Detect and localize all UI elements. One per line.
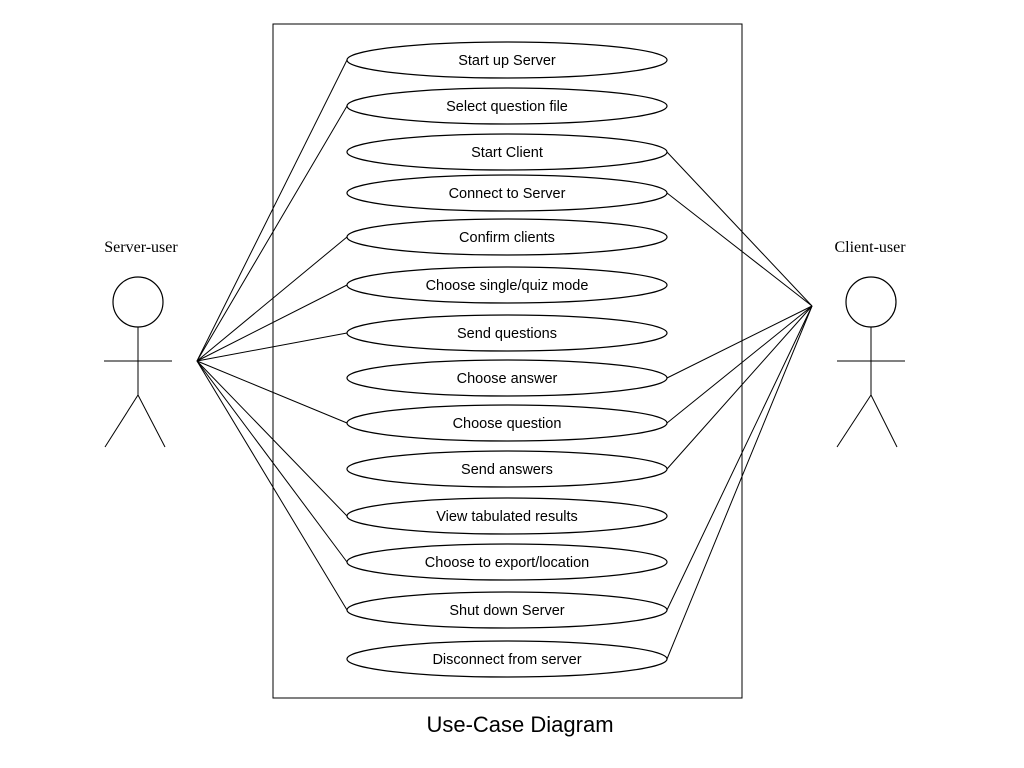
client-link-connect-to-server — [666, 192, 813, 307]
client-user-right-leg — [870, 394, 898, 448]
use-case-label: Connect to Server — [449, 186, 566, 202]
use-case-label: Start Client — [471, 145, 543, 161]
client-link-choose-answer — [666, 305, 813, 379]
use-case-ellipse — [346, 640, 668, 678]
client-link-start-client — [666, 151, 813, 307]
use-case-label: Confirm clients — [459, 230, 555, 246]
use-case-label: Choose single/quiz mode — [426, 278, 589, 294]
use-case-ellipse — [346, 174, 668, 212]
use-case-label: Choose answer — [457, 371, 558, 387]
server-link-choose-question — [196, 360, 348, 424]
server-link-send-questions — [196, 332, 348, 362]
use-case-label: Select question file — [446, 99, 568, 115]
use-case-label: Choose to export/location — [425, 555, 589, 571]
use-case-connect-to-server: Connect to Server — [346, 174, 668, 212]
client-user-actor: Client-user — [834, 239, 906, 448]
use-case-ellipse — [346, 450, 668, 488]
use-case-ellipse — [346, 133, 668, 171]
server-link-choose-single-quiz-mode — [196, 284, 348, 362]
use-case-label: Choose question — [453, 416, 562, 432]
client-link-shut-down-server — [666, 305, 813, 611]
use-case-label: View tabulated results — [436, 509, 578, 525]
association-lines — [196, 59, 813, 660]
use-case-label: Send questions — [457, 326, 557, 342]
server-user-head — [112, 276, 164, 328]
use-case-label: Start up Server — [458, 53, 556, 69]
use-case-confirm-clients: Confirm clients — [346, 218, 668, 256]
use-case-disconnect-from-server: Disconnect from server — [346, 640, 668, 678]
use-case-ellipse — [346, 543, 668, 581]
server-user-actor: Server-user — [104, 239, 178, 448]
server-link-select-question-file — [196, 105, 348, 362]
system-boundary — [272, 23, 743, 699]
client-user-left-leg — [836, 394, 872, 448]
use-case-view-tabulated-results: View tabulated results — [346, 497, 668, 535]
use-case-choose-to-export-location: Choose to export/location — [346, 543, 668, 581]
use-case-start-up-server: Start up Server — [346, 41, 668, 79]
use-case-label: Shut down Server — [449, 603, 564, 619]
use-case-choose-question: Choose question — [346, 404, 668, 442]
use-case-ellipse — [346, 497, 668, 535]
client-user-label: Client-user — [834, 239, 906, 256]
use-case-ellipse — [346, 359, 668, 397]
server-link-choose-to-export-location — [196, 360, 348, 563]
server-link-view-tabulated-results — [196, 360, 348, 517]
client-link-choose-question — [666, 305, 813, 424]
client-link-send-answers — [666, 305, 813, 470]
server-user-right-leg — [137, 394, 166, 448]
server-link-confirm-clients — [196, 236, 348, 362]
use-case-select-question-file: Select question file — [346, 87, 668, 125]
use-case-choose-single-quiz-mode: Choose single/quiz mode — [346, 266, 668, 304]
use-case-label: Disconnect from server — [432, 652, 581, 668]
use-case-shut-down-server: Shut down Server — [346, 591, 668, 629]
use-case-ellipse — [346, 591, 668, 629]
client-user-head — [845, 276, 897, 328]
use-case-start-client: Start Client — [346, 133, 668, 171]
use-case-ellipse — [346, 314, 668, 352]
server-link-start-up-server — [196, 59, 348, 362]
server-user-label: Server-user — [104, 239, 178, 256]
use-case-label: Send answers — [461, 462, 553, 478]
use-case-choose-answer: Choose answer — [346, 359, 668, 397]
server-user-left-leg — [104, 394, 139, 448]
use-case-send-answers: Send answers — [346, 450, 668, 488]
diagram-caption: Use-Case Diagram — [426, 712, 613, 737]
use-case-ellipse — [346, 218, 668, 256]
client-link-disconnect-from-server — [666, 305, 813, 660]
use-case-ellipse — [346, 404, 668, 442]
use-case-ellipse — [346, 41, 668, 79]
server-link-shut-down-server — [196, 360, 348, 611]
use-case-ellipse — [346, 266, 668, 304]
use-case-send-questions: Send questions — [346, 314, 668, 352]
use-case-ellipse — [346, 87, 668, 125]
